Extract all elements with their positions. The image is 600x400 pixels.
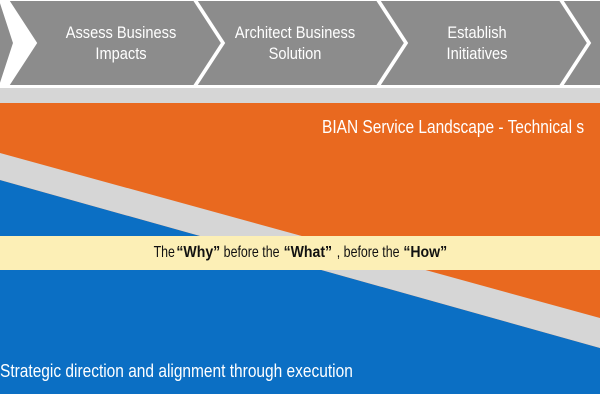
tagline-band bbox=[0, 236, 600, 270]
tagline-text: The “Why” before the “What”, before the … bbox=[152, 244, 448, 262]
chevron-step-assess bbox=[6, 0, 224, 87]
step-architect-label: Architect Business Solution bbox=[234, 23, 356, 63]
strategy-label: Strategic direction and alignment throug… bbox=[0, 361, 353, 381]
tagline: The “Why” before the “What”, before the … bbox=[0, 236, 600, 270]
chevron-step-partial-right bbox=[560, 0, 600, 87]
chevron-step-architect bbox=[194, 0, 407, 87]
tagline-what: “What” bbox=[283, 244, 333, 261]
bottom-strip bbox=[0, 394, 600, 400]
step-assess-label: Assess Business Impacts bbox=[65, 23, 177, 63]
landscape-label: BIAN Service Landscape - Technical s bbox=[322, 117, 585, 137]
tagline-part2: before the bbox=[224, 244, 281, 261]
chevron-step-establish bbox=[377, 0, 590, 87]
chevron-step-partial-left bbox=[0, 0, 16, 87]
separator-band bbox=[0, 88, 600, 103]
step-establish-label: Establish Initiatives bbox=[446, 23, 508, 63]
tagline-part1: The bbox=[153, 244, 176, 261]
strategy-region bbox=[0, 180, 600, 400]
tagline-why: “Why” bbox=[176, 244, 221, 261]
tagline-part3: , before the bbox=[336, 244, 400, 261]
tagline-how: “How” bbox=[403, 244, 448, 261]
